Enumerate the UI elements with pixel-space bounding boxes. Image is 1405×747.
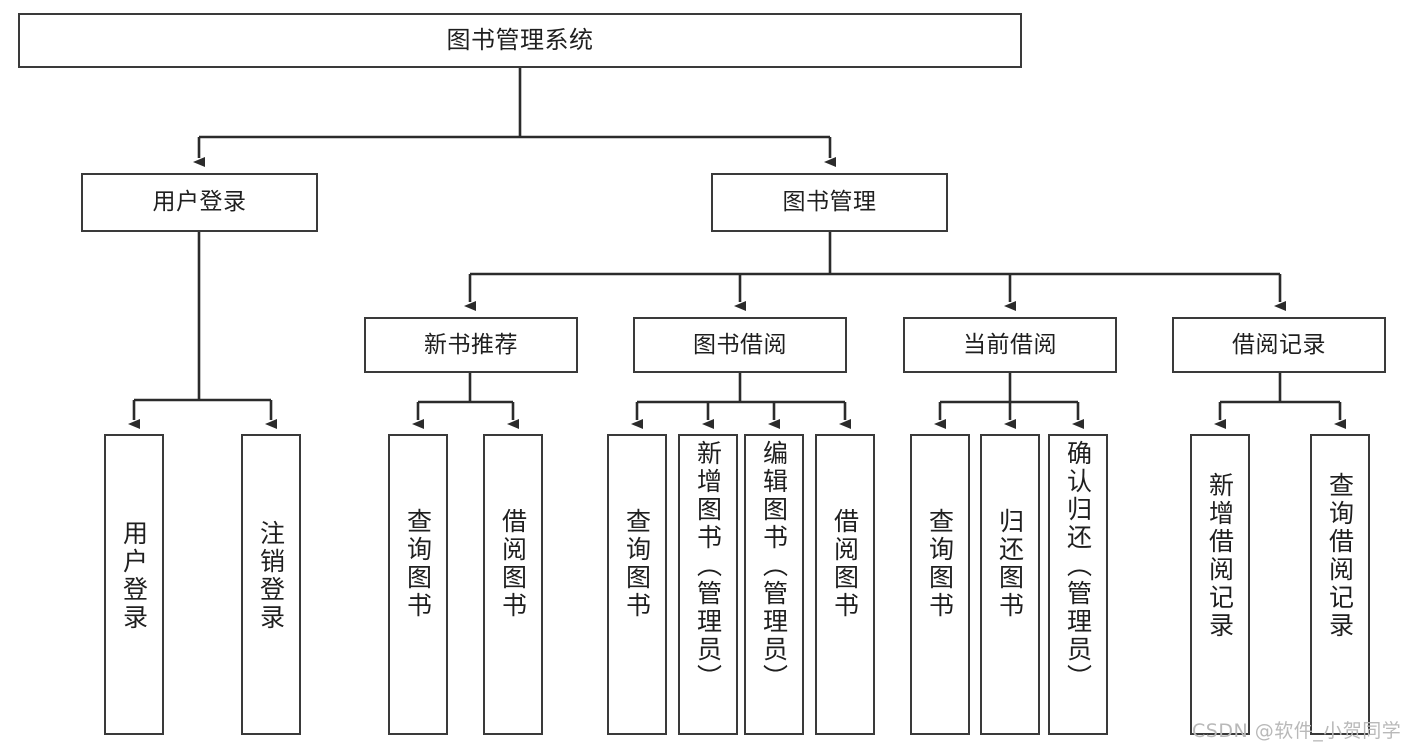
node-leaf-query-book-1-label: 查询图书 [403,508,433,620]
node-leaf-add-record-label: 新增借阅记录 [1205,472,1235,640]
node-leaf-return-book-label: 归还图书 [995,508,1025,620]
node-leaf-borrow-book-2-label: 借阅图书 [830,508,860,620]
node-user-login-label: 用户登录 [152,189,247,216]
node-borrow-record[interactable]: 借阅记录 [1172,317,1386,373]
node-new-book-recommend-label: 新书推荐 [424,331,518,358]
node-leaf-query-book-2-label: 查询图书 [622,508,652,620]
node-current-borrow-label: 当前借阅 [963,331,1057,358]
node-leaf-borrow-book-2[interactable]: 借阅图书 [815,434,875,735]
node-borrow-record-label: 借阅记录 [1232,331,1326,358]
node-leaf-borrow-book-1[interactable]: 借阅图书 [483,434,543,735]
node-leaf-return-book[interactable]: 归还图书 [980,434,1040,735]
node-leaf-user-login-label: 用户登录 [119,520,149,632]
node-leaf-query-book-2[interactable]: 查询图书 [607,434,667,735]
node-leaf-add-book[interactable]: 新增图书（管理员） [678,434,738,735]
node-leaf-query-book-1[interactable]: 查询图书 [388,434,448,735]
node-root[interactable]: 图书管理系统 [18,13,1022,68]
node-book-manage-label: 图书管理 [782,189,877,216]
node-book-borrow-label: 图书借阅 [693,331,787,358]
node-leaf-query-record[interactable]: 查询借阅记录 [1310,434,1370,735]
node-leaf-confirm-return-label: 确认归还（管理员） [1063,440,1093,692]
node-leaf-edit-book[interactable]: 编辑图书（管理员） [744,434,804,735]
node-leaf-logout-label: 注销登录 [256,520,286,632]
node-book-borrow[interactable]: 图书借阅 [633,317,847,373]
node-leaf-add-record[interactable]: 新增借阅记录 [1190,434,1250,735]
node-leaf-query-book-3-label: 查询图书 [925,508,955,620]
csdn-watermark: CSDN @软件_小贺同学 [1192,720,1402,742]
node-new-book-recommend[interactable]: 新书推荐 [364,317,578,373]
node-leaf-user-login[interactable]: 用户登录 [104,434,164,735]
node-leaf-add-book-label: 新增图书（管理员） [693,440,723,692]
node-current-borrow[interactable]: 当前借阅 [903,317,1117,373]
node-leaf-edit-book-label: 编辑图书（管理员） [759,440,789,692]
node-leaf-confirm-return[interactable]: 确认归还（管理员） [1048,434,1108,735]
node-leaf-query-record-label: 查询借阅记录 [1325,472,1355,640]
node-leaf-borrow-book-1-label: 借阅图书 [498,508,528,620]
node-leaf-query-book-3[interactable]: 查询图书 [910,434,970,735]
node-user-login[interactable]: 用户登录 [81,173,318,232]
node-root-label: 图书管理系统 [446,25,594,54]
node-book-manage[interactable]: 图书管理 [711,173,948,232]
node-leaf-logout[interactable]: 注销登录 [241,434,301,735]
